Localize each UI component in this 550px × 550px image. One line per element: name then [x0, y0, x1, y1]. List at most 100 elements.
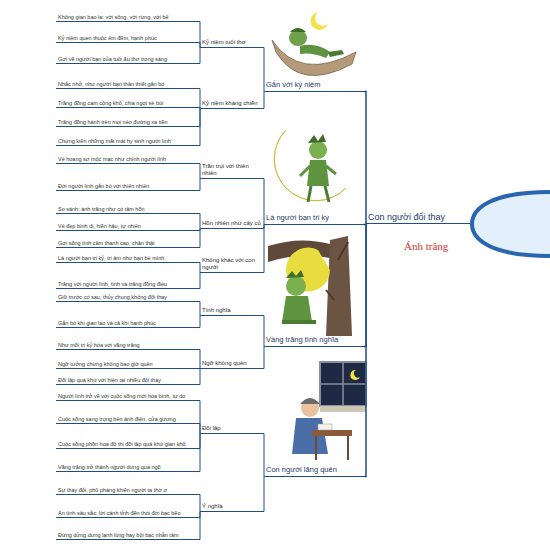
hammock-figure [272, 12, 356, 76]
node-label: Nhắc nhở, như người bạn thân thiết gắn b… [58, 81, 197, 87]
leaf-idea: Là người bạn tri kỷ, tri âm như bạn bè m… [56, 255, 198, 263]
leaf-idea: Người lính trở về với cuộc sống mới hòa … [56, 393, 198, 401]
node-label: Trăng đồng cam cộng khổ, chia ngọt sẻ bù… [58, 100, 197, 106]
branch-connector [198, 512, 200, 540]
node-label: Ngỡ tưởng chừng không bao giờ quên [58, 361, 197, 367]
leaf-idea: Ngỡ tưởng chừng không bao giờ quên [56, 361, 198, 369]
branch-connector [198, 48, 200, 64]
node-label: Đời người lính gắn bó với thiên nhiên [58, 183, 197, 189]
leaf-idea: Đối lập quá khứ với hiện tại nhiều đổi t… [56, 377, 198, 385]
leaf-idea: Trăng đồng hành trên mọi nẻo đường xa ti… [56, 119, 198, 127]
leaf-idea: Chứng kiến những mất mát hy sinh người l… [56, 138, 198, 146]
node-label: Gợi sống tình cảm thanh cao, chân thật [58, 240, 197, 246]
node-label: Không gian bao la: với sông, với rừng, v… [58, 14, 197, 20]
node-label: Kỷ niệm tuổi thơ [202, 39, 261, 46]
main-branch: Gắn với kỷ niệm [264, 81, 364, 92]
leaf-idea: Vẻ hoang sơ mộc mạc như chính người lính [56, 156, 198, 164]
branch-connector [198, 229, 200, 248]
leaf-idea: Trăng đồng cam cộng khổ, chia ngọt sẻ bù… [56, 100, 198, 108]
branch-connector [262, 225, 264, 273]
main-branch: Là người bạn tri kỷ [264, 214, 364, 225]
sub-branch: Kỷ niệm tuổi thơ [200, 39, 262, 48]
branch-connector [198, 369, 200, 385]
root-bracket [472, 192, 550, 256]
leaf-idea: Như mối tri kỷ hòa với vầng trăng [56, 342, 198, 350]
node-label: Cuộc sống phồn hoa đô thị đối lập quá kh… [58, 441, 197, 447]
node-label: Vẻ hoang sơ mộc mạc như chính người lính [58, 156, 197, 162]
branch-connector [198, 434, 200, 472]
node-label: Không khác với con người [202, 257, 261, 271]
leaf-idea: Không gian bao la: với sông, với rừng, v… [56, 14, 198, 22]
node-label: Cuộc sống sang trọng bên ánh điện, cửa g… [58, 416, 197, 422]
node-label: Trần trụi với thiên nhiên [202, 163, 261, 177]
node-label: Như mối tri kỷ hòa với vầng trăng [58, 342, 197, 348]
sub-branch: Tình nghĩa [200, 307, 262, 316]
moon-figure [274, 130, 346, 202]
branch-connector [262, 92, 264, 109]
sub-branch: Ý nghĩa [200, 503, 262, 512]
leaf-idea: Vẻ đẹp bình dị, hiền hậu, tự nhiên [56, 223, 198, 231]
leaf-idea: Cuộc sống phồn hoa đô thị đối lập quá kh… [56, 441, 198, 449]
node-label: Người lính trở về với cuộc sống mới hòa … [58, 393, 197, 399]
node-label: Tình nghĩa [202, 307, 261, 314]
desk-figure [292, 362, 366, 460]
node-label: Vẻ đẹp bình dị, hiền hậu, tự nhiên [58, 223, 197, 229]
leaf-idea: Giữ trước có sau, thủy chung không đổi t… [56, 294, 198, 302]
branch-connector [364, 224, 366, 477]
leaf-idea: Ẩn tình sâu sắc: lời cảnh tỉnh đến thói … [56, 510, 198, 518]
node-label: Giữ trước có sau, thủy chung không đổi t… [58, 294, 197, 300]
node-label: Ẩn tình sâu sắc: lời cảnh tỉnh đến thói … [58, 510, 197, 516]
node-label: Gắn với kỷ niệm [266, 81, 363, 90]
main-branch: Vầng trăng tình nghĩa [264, 336, 364, 347]
branch-connector [262, 347, 264, 369]
branch-connector [198, 273, 200, 289]
node-label: Đừng dửng dưng lạnh lùng hay bội bạc nhẫ… [58, 532, 197, 538]
node-label: Trăng đồng hành trên mọi nẻo đường xa ti… [58, 119, 197, 125]
node-label: Kỷ niệm kháng chiến [202, 100, 261, 107]
branch-connector [364, 92, 366, 224]
node-label: Con người lãng quên [266, 466, 363, 475]
leaf-idea: Đời người lính gắn bó với thiên nhiên [56, 183, 198, 191]
node-label: Là người bạn tri kỷ, tri âm như bạn bè m… [58, 255, 197, 261]
node-label: Vầng trăng trở thành người dưng qua ngõ [58, 464, 197, 470]
node-label: Là người bạn tri kỷ [266, 214, 363, 223]
root-topic: Con người đổi thay [366, 212, 470, 224]
leaf-idea: Kỷ niệm quen thuộc êm đềm, hạnh phúc [56, 35, 198, 43]
leaf-idea: Gắn bó khi gian lao và cả khi hạnh phúc [56, 320, 198, 328]
branch-connector [198, 316, 200, 328]
leaf-idea: Nhắc nhở, như người bạn thân thiết gắn b… [56, 81, 198, 89]
node-label: Trăng với người lính, tình và trăng đồng… [58, 281, 197, 287]
node-label: Ý nghĩa [202, 503, 261, 510]
branch-connector [262, 477, 264, 512]
sub-branch: Đối lập [200, 425, 262, 434]
node-label: So sánh: ánh trăng như có tâm hồn [58, 206, 197, 212]
leaf-idea: Sự thay đổi, phũ phàng khiến người ta th… [56, 487, 198, 495]
node-label: Kỷ niệm quen thuộc êm đềm, hạnh phúc [58, 35, 197, 41]
node-label: Vầng trăng tình nghĩa [266, 336, 363, 345]
sub-branch: Trần trụi với thiên nhiên [200, 163, 262, 179]
leaf-idea: Gợi về người bạn của tuổi ấu thơ trong s… [56, 56, 198, 64]
branch-connector [198, 109, 200, 146]
sub-branch: Ngỡ không quên [200, 360, 262, 369]
title-text: Ánh trăng [404, 240, 448, 252]
node-label: Ngỡ không quên [202, 360, 261, 367]
main-branch: Con người lãng quên [264, 466, 364, 477]
leaf-idea: So sánh: ánh trăng như có tâm hồn [56, 206, 198, 214]
sub-branch: Kỷ niệm kháng chiến [200, 100, 262, 109]
node-label: Đối lập quá khứ với hiện tại nhiều đổi t… [58, 377, 197, 383]
node-label: Con người đổi thay [368, 212, 469, 222]
node-label: Gắn bó khi gian lao và cả khi hạnh phúc [58, 320, 197, 326]
node-label: Sự thay đổi, phũ phàng khiến người ta th… [58, 487, 197, 493]
sub-branch: Hồn nhiên như cây cỏ [200, 220, 262, 229]
leaf-idea: Vầng trăng trở thành người dưng qua ngõ [56, 464, 198, 472]
sub-branch: Không khác với con người [200, 257, 262, 273]
leaf-idea: Trăng với người lính, tình và trăng đồng… [56, 281, 198, 289]
leaf-idea: Đừng dửng dưng lạnh lùng hay bội bạc nhẫ… [56, 532, 198, 540]
node-label: Gợi về người bạn của tuổi ấu thơ trong s… [58, 56, 197, 62]
branch-connector [198, 179, 200, 191]
tree-figure [268, 236, 352, 336]
node-label: Đối lập [202, 425, 261, 432]
leaf-idea: Gợi sống tình cảm thanh cao, chân thật [56, 240, 198, 248]
node-label: Chứng kiến những mất mát hy sinh người l… [58, 138, 197, 144]
